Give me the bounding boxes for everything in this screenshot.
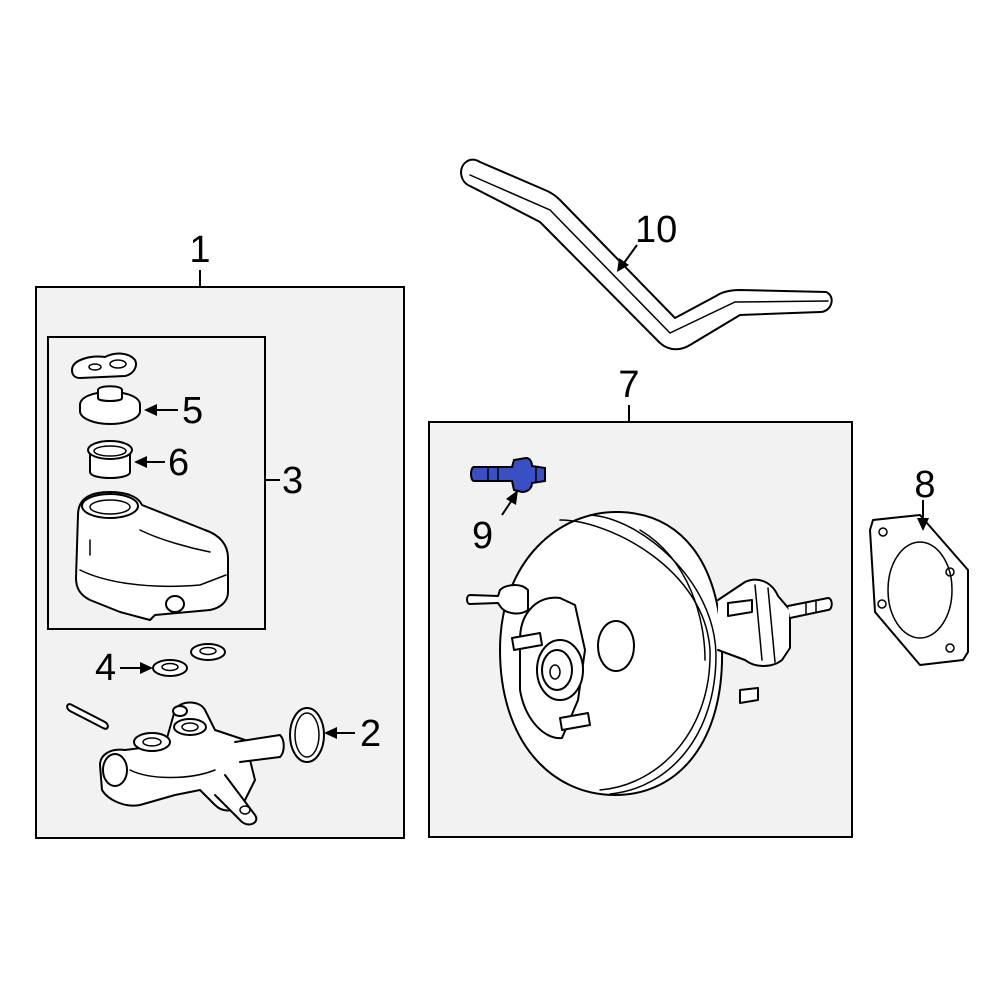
arrow-6 [134,456,147,468]
callout-9[interactable]: 9 [472,515,493,557]
grommets [152,643,226,677]
master-cylinder-group: 1 3 5 6 [35,229,405,839]
arrow-2 [324,727,337,739]
o-ring [289,707,325,763]
arrow-10 [617,258,629,272]
arrow-8 [917,518,929,531]
callout-5[interactable]: 5 [182,390,203,432]
vacuum-hose [460,158,833,351]
master-cylinder [99,701,285,826]
arrow-5 [144,404,157,416]
leader-line-9 [501,499,513,516]
retaining-pin [66,703,109,730]
callout-3[interactable]: 3 [282,460,303,502]
callout-8[interactable]: 8 [914,464,935,506]
brake-booster-group: 7 9 [428,364,969,838]
callout-6[interactable]: 6 [168,442,189,484]
leader-line-10 [623,244,638,264]
callout-4[interactable]: 4 [95,647,116,689]
callout-1[interactable]: 1 [189,229,210,271]
arrow-4 [140,662,153,674]
reservoir-cap [79,385,141,425]
check-valve[interactable] [470,456,546,494]
callout-7[interactable]: 7 [618,364,639,406]
reservoir-tank [75,491,229,621]
callout-10[interactable]: 10 [635,209,677,251]
booster-gasket [869,514,969,666]
callout-2[interactable]: 2 [360,713,381,755]
reservoir-gasket [71,352,137,379]
reservoir-strainer [87,440,133,479]
arrow-9 [506,490,518,505]
brake-booster [466,510,833,796]
